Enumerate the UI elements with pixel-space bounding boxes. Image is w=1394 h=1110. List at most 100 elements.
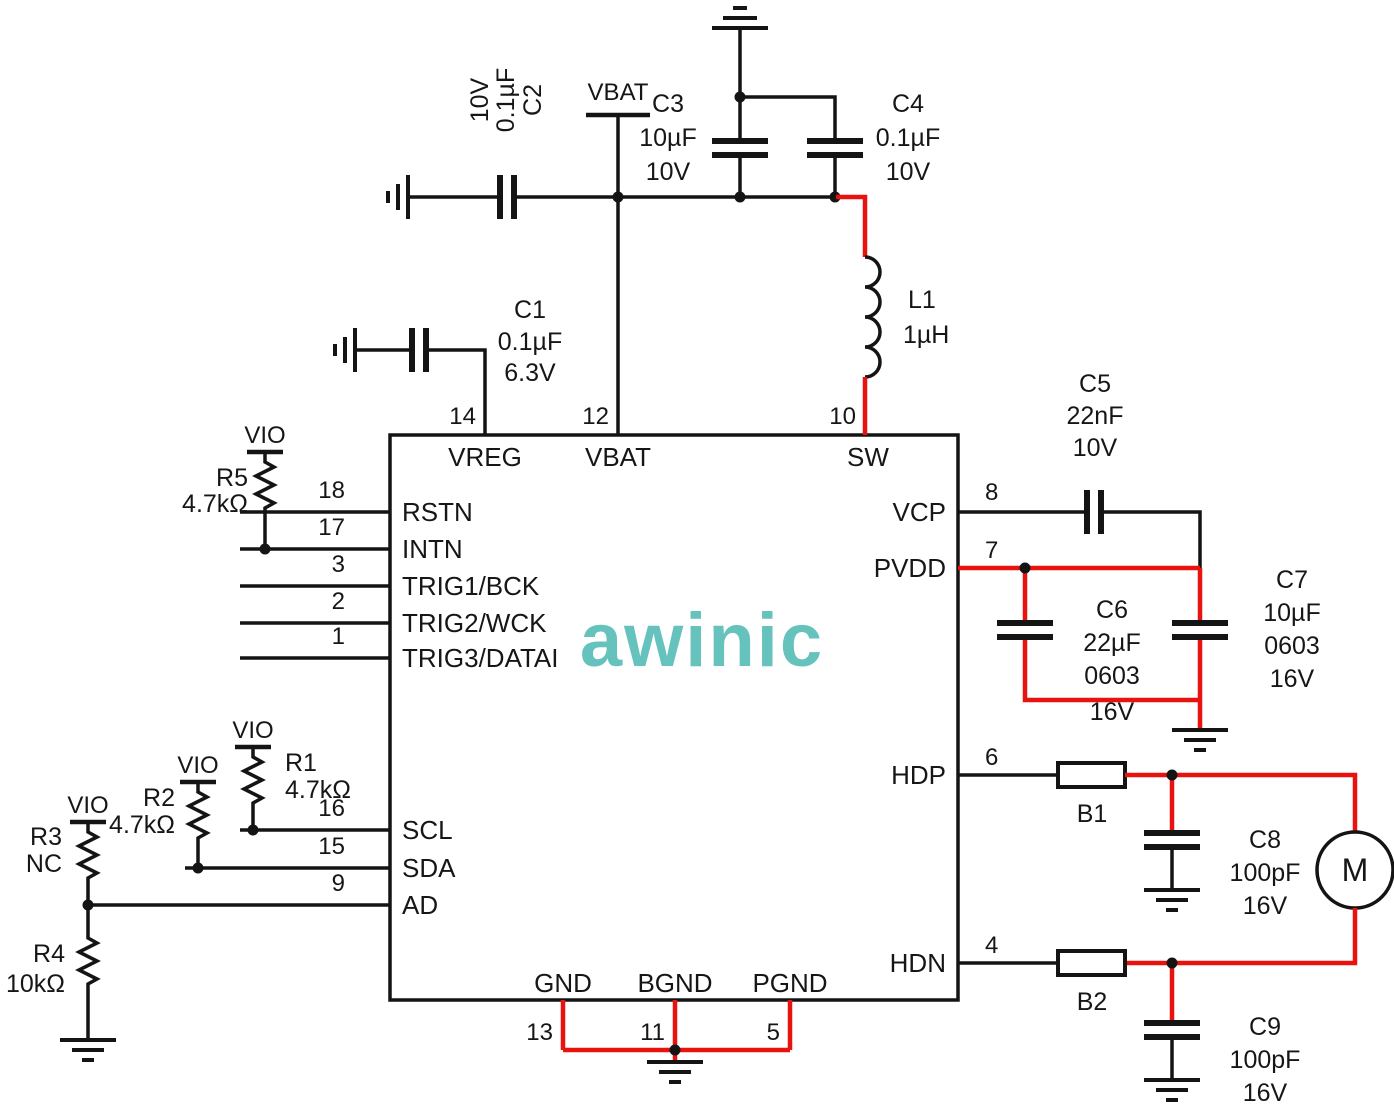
resistor-r1 <box>240 747 266 830</box>
l1-value: 1µH <box>903 321 949 349</box>
capacitor-c1 <box>409 328 429 372</box>
pin-name-trig3: TRIG3/DATAI <box>402 643 559 673</box>
pin-name-rstn: RSTN <box>402 497 473 527</box>
b2-ref: B2 <box>1077 988 1108 1016</box>
motor-group: M <box>1125 830 1394 966</box>
bottom-ground-group: GND BGND PGND 13 11 5 <box>526 968 828 1084</box>
vbat-net-label: VBAT <box>588 79 649 106</box>
ground-symbol-c7 <box>1172 728 1228 752</box>
c7-rating: 16V <box>1270 665 1315 693</box>
junction-dot <box>612 191 624 203</box>
c6-ref: C6 <box>1096 596 1128 624</box>
l1-ref: L1 <box>908 286 936 314</box>
c4-ref: C4 <box>892 90 924 118</box>
c8-ref: C8 <box>1249 826 1281 854</box>
pin-num-8: 8 <box>985 479 998 506</box>
pin-name-scl: SCL <box>402 815 453 845</box>
ic-left-pins: 18 17 3 2 1 16 15 9 RSTN INTN TRIG1/BCK … <box>88 477 559 920</box>
wire-sw-top <box>836 194 868 257</box>
r2-ref: R2 <box>143 784 175 812</box>
capacitor-c8 <box>1144 830 1200 850</box>
ic-body <box>388 433 960 1002</box>
c1-value: 0.1µF <box>498 328 562 356</box>
pin-num-12: 12 <box>582 403 609 430</box>
ic-top-pins: 14 12 10 VREG VBAT SW <box>448 403 889 472</box>
c4-value: 0.1µF <box>876 124 940 152</box>
pin-name-pgnd: PGND <box>752 968 827 998</box>
pin-num-16: 16 <box>318 795 345 822</box>
r3-ref: R3 <box>30 823 62 851</box>
pin-num-5: 5 <box>767 1019 780 1046</box>
wire-c6-bottom <box>1022 637 1200 703</box>
l1-group: L1 1µH <box>836 194 949 435</box>
resistor-r2 <box>185 782 211 868</box>
junction-dot <box>192 862 204 874</box>
c2-value: 0.1µF <box>492 68 520 132</box>
pin-num-9: 9 <box>332 870 345 897</box>
capacitor-c6 <box>997 620 1053 640</box>
c7-package: 0603 <box>1264 632 1320 660</box>
capacitor-c5 <box>1084 490 1104 534</box>
wire-c1-to-vreg <box>426 348 487 435</box>
vio-net-label: VIO <box>232 717 273 744</box>
ic-right-pins: 8 7 6 4 VCP PVDD HDP HDN <box>874 479 999 978</box>
pin-num-13: 13 <box>526 1019 553 1046</box>
pin-num-3: 3 <box>332 551 345 578</box>
c5-value: 22nF <box>1067 402 1124 430</box>
pin-num-18: 18 <box>318 477 345 504</box>
c5-rating: 10V <box>1073 434 1118 462</box>
pin-num-10: 10 <box>829 403 856 430</box>
junction-dot <box>1019 562 1031 574</box>
r1-ref: R1 <box>285 749 317 777</box>
vio-net-label: VIO <box>244 422 285 449</box>
c9-ref: C9 <box>1249 1013 1281 1041</box>
pin-name-trig2: TRIG2/WCK <box>402 608 547 638</box>
c3-ref: C3 <box>652 90 684 118</box>
pvdd-group: C6 22µF 0603 16V C7 10µF 0603 16V <box>958 562 1321 752</box>
capacitor-c4 <box>807 138 863 158</box>
pin-name-vreg: VREG <box>448 442 522 472</box>
r2-value: 4.7kΩ <box>109 811 175 839</box>
capacitor-c7 <box>1172 620 1228 640</box>
ground-symbol-bottom <box>647 1060 703 1084</box>
inductor-l1 <box>864 255 882 379</box>
pullup-group: VIO R5 4.7kΩ VIO R1 4.7kΩ VIO R2 4.7kΩ V… <box>6 422 351 1062</box>
vio-net-label: VIO <box>67 792 108 819</box>
r5-value: 4.7kΩ <box>182 490 248 518</box>
hdn-group: B2 C9 100pF 16V <box>958 949 1301 1107</box>
pin-num-6: 6 <box>985 744 998 771</box>
awinic-logo: awinic <box>580 598 824 683</box>
junction-dot <box>734 91 746 103</box>
c6-package: 0603 <box>1084 662 1140 690</box>
r5-ref: R5 <box>216 464 248 492</box>
resistor-r3 <box>75 822 101 905</box>
wire-topgnd-branch <box>740 95 837 141</box>
pin-name-sda: SDA <box>402 853 456 883</box>
ferrite-bead-b2 <box>1056 949 1127 977</box>
hdp-group: B1 C8 100pF 16V <box>958 761 1358 920</box>
c6-value: 22µF <box>1083 629 1140 657</box>
wire-motor-bottom <box>1125 908 1358 966</box>
pin-name-ad: AD <box>402 890 438 920</box>
pin-num-11: 11 <box>640 1019 665 1046</box>
ground-symbol-c2 <box>386 175 410 219</box>
c9-value: 100pF <box>1230 1046 1301 1074</box>
pin-name-intn: INTN <box>402 534 463 564</box>
c9-rating: 16V <box>1243 1079 1288 1107</box>
b1-ref: B1 <box>1077 800 1108 828</box>
c2-rating: 10V <box>466 77 494 122</box>
c6-rating: 16V <box>1090 698 1135 726</box>
pin-name-vbat: VBAT <box>585 442 651 472</box>
c3-rating: 10V <box>646 158 691 186</box>
r3-value: NC <box>26 850 62 878</box>
pin-num-17: 17 <box>318 514 345 541</box>
c7-ref: C7 <box>1276 566 1308 594</box>
ground-symbol-c9 <box>1144 1078 1200 1102</box>
c1-rating: 6.3V <box>504 359 556 387</box>
pin-name-sw: SW <box>847 442 889 472</box>
capacitor-c3 <box>712 138 768 158</box>
c7-value: 10µF <box>1263 599 1320 627</box>
c5-ref: C5 <box>1079 370 1111 398</box>
